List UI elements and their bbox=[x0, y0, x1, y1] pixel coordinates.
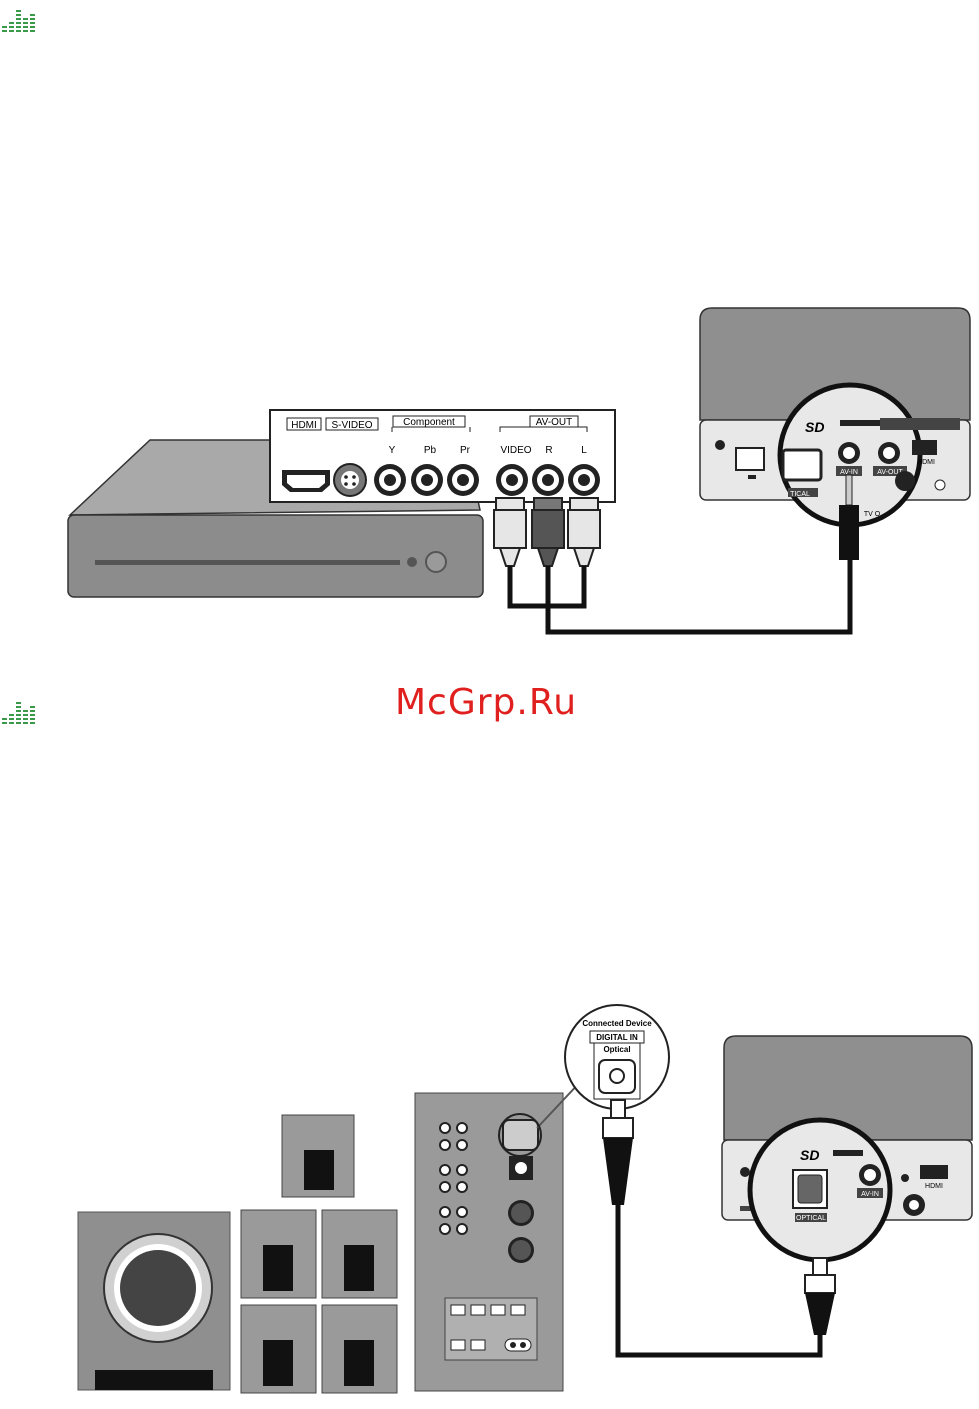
y-label: Y bbox=[389, 445, 396, 456]
rca-jack-icon bbox=[411, 464, 443, 496]
optical-player-label: OPTICAL bbox=[796, 1215, 826, 1222]
connected-device-label: Connected Device bbox=[582, 1019, 652, 1028]
speaker bbox=[282, 1115, 354, 1197]
sd-logo-2: SD bbox=[800, 1147, 819, 1163]
equalizer-logo-icon bbox=[2, 6, 36, 34]
diagram-av-connection: HDMI S-VIDEO Component AV-OUT Y Pb Pr VI… bbox=[0, 300, 979, 645]
av-in-player-label: AV-IN bbox=[861, 1191, 879, 1198]
rca-jack-icon bbox=[447, 464, 479, 496]
pr-label: Pr bbox=[460, 445, 471, 456]
rca-cable bbox=[494, 498, 850, 632]
rca-jack-icon bbox=[374, 464, 406, 496]
equalizer-logo-icon bbox=[2, 698, 36, 726]
watermark: McGrp.Ru bbox=[395, 682, 577, 723]
speaker bbox=[241, 1210, 316, 1298]
optical-callout-label: Optical bbox=[603, 1045, 630, 1054]
tv-partial-label: TV O bbox=[864, 511, 881, 518]
speaker bbox=[241, 1305, 316, 1393]
rca-jack-icon bbox=[496, 464, 528, 496]
svideo-port-icon bbox=[334, 464, 366, 496]
connector-panel: HDMI S-VIDEO Component AV-OUT Y Pb Pr VI… bbox=[270, 410, 615, 502]
r-label: R bbox=[545, 445, 552, 456]
diagram-optical-connection: Connected Device DIGITAL IN Optical SD O… bbox=[0, 1000, 979, 1400]
pb-label: Pb bbox=[424, 445, 437, 456]
hdmi-player-label: HDMI bbox=[917, 459, 935, 466]
digital-in-label: DIGITAL IN bbox=[596, 1033, 638, 1042]
video-label: VIDEO bbox=[500, 445, 531, 456]
av-out-label: AV-OUT bbox=[536, 417, 572, 428]
rca-jack-icon bbox=[568, 464, 600, 496]
speaker bbox=[322, 1305, 397, 1393]
svideo-label: S-VIDEO bbox=[331, 420, 372, 431]
speaker bbox=[322, 1210, 397, 1298]
l-label: L bbox=[581, 445, 587, 456]
rca-jack-icon bbox=[532, 464, 564, 496]
hdmi-label: HDMI bbox=[291, 420, 317, 431]
optical-port-icon bbox=[599, 1060, 635, 1093]
optical-partial-label: TICAL bbox=[790, 491, 810, 498]
hdmi-player-label-2: HDMI bbox=[925, 1183, 943, 1190]
subwoofer bbox=[78, 1212, 230, 1390]
hdmi-port-icon bbox=[282, 470, 330, 492]
sd-logo: SD bbox=[805, 419, 824, 435]
component-label: Component bbox=[403, 417, 455, 428]
